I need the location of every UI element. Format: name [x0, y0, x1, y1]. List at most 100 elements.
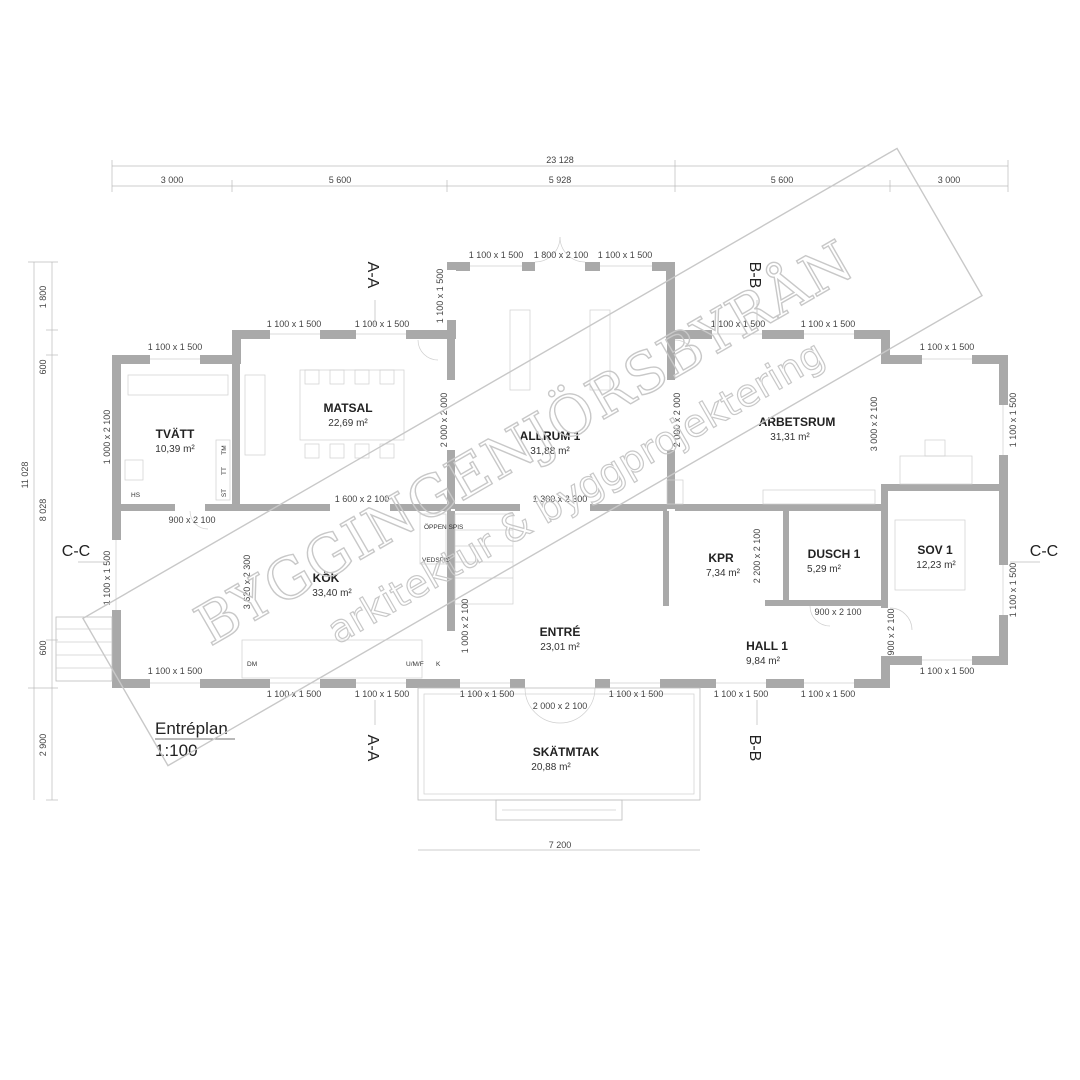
section-aa-top: A-A: [364, 262, 381, 289]
fixture-st: ST: [221, 489, 228, 497]
opening-label: 3 000 x 2 100: [869, 397, 879, 452]
room-name-kok: KÖK: [313, 570, 340, 585]
room-name-allrum: ALLRUM 1: [520, 429, 581, 443]
section-aa-bottom: A-A: [364, 735, 381, 762]
opening-label: 900 x 2 100: [168, 515, 215, 525]
opening-label: 1 100 x 1 500: [267, 319, 322, 329]
room-name-entre: ENTRÉ: [540, 624, 581, 639]
room-area-dusch: 5,29 m²: [807, 564, 842, 575]
opening-label: 3 620 x 2 300: [242, 555, 252, 610]
fixture-hs: HS: [131, 492, 141, 499]
opening-label: 1 100 x 1 500: [355, 689, 410, 699]
watermark-company: BYGGINGENJÖRSBYRÅN: [184, 227, 865, 659]
room-name-dusch: DUSCH 1: [808, 547, 861, 561]
room-area-hall: 9,84 m²: [746, 656, 781, 667]
section-cc-left: C-C: [62, 543, 90, 560]
plan-name: Entréplan: [155, 719, 228, 738]
opening-label: 900 x 2 100: [814, 607, 861, 617]
dim-seg-1: 3 000: [161, 175, 184, 185]
opening-label: 1 100 x 1 500: [801, 319, 856, 329]
opening-label: 1 100 x 1 500: [711, 319, 766, 329]
dim-seg-3: 5 928: [549, 175, 572, 185]
opening-label: 1 100 x 1 500: [460, 689, 515, 699]
dim-porch-width: 7 200: [549, 840, 572, 850]
steps: [55, 616, 113, 682]
left-dimension-lines: [28, 261, 58, 801]
room-name-sov: SOV 1: [917, 543, 953, 557]
fixture-k: K: [436, 661, 441, 668]
fixture-oppen-spis: ÖPPEN SPIS: [424, 523, 464, 531]
room-area-tvatt: 10,39 m²: [155, 444, 195, 455]
fixture-labels: ÖPPEN SPIS VEDSPIS TM TT ST HS DM U/M/F …: [131, 445, 464, 668]
opening-label: 2 000 x 2 000: [439, 393, 449, 448]
fixture-dm: DM: [247, 661, 257, 668]
opening-label: 1 100 x 1 500: [801, 689, 856, 699]
room-name-arbetsrum: ARBETSRUM: [759, 415, 836, 429]
dim-seg-5: 3 000: [938, 175, 961, 185]
dim-depth-main: 8 028: [38, 499, 48, 522]
opening-label: 900 x 2 100: [886, 608, 896, 655]
dim-seg-2: 5 600: [329, 175, 352, 185]
watermark: BYGGINGENJÖRSBYRÅN arkitektur & byggproj…: [82, 147, 983, 767]
room-area-matsal: 22,69 m²: [328, 418, 368, 429]
opening-label: 1 100 x 1 500: [1008, 393, 1018, 448]
opening-label: 1 000 x 2 100: [460, 599, 470, 654]
opening-label: 1 100 x 1 500: [609, 689, 664, 699]
room-area-sov: 12,23 m²: [916, 560, 956, 571]
dim-total-depth: 11 028: [20, 462, 30, 489]
room-name-tvatt: TVÄTT: [156, 426, 195, 441]
opening-label: 1 100 x 1 500: [355, 319, 410, 329]
fixture-tm: TM: [221, 445, 228, 454]
opening-labels: 1 100 x 1 500 1 100 x 1 500 1 100 x 1 50…: [102, 250, 1018, 711]
room-area-entre: 23,01 m²: [540, 642, 580, 653]
room-name-matsal: MATSAL: [323, 401, 372, 415]
opening-label: 2 000 x 2 000: [672, 393, 682, 448]
opening-label: 1 100 x 1 500: [469, 250, 524, 260]
opening-label: 1 100 x 1 500: [148, 666, 203, 676]
opening-label: 1 100 x 1 500: [102, 551, 112, 606]
dim-left-600a: 600: [38, 359, 48, 374]
room-area-kok: 33,40 m²: [312, 588, 352, 599]
opening-label: 1 100 x 1 500: [920, 666, 975, 676]
opening-label: 1 100 x 1 500: [920, 342, 975, 352]
room-area-arbetsrum: 31,31 m²: [770, 432, 810, 443]
opening-label: 2 000 x 2 100: [533, 701, 588, 711]
opening-label: 1 000 x 2 100: [102, 410, 112, 465]
window-openings: [112, 262, 1008, 688]
opening-label: 1 300 x 2 300: [533, 494, 588, 504]
section-markers: A-A A-A B-B B-B C-C C-C: [62, 262, 1058, 762]
furniture: [124, 309, 973, 679]
plan-scale: 1:100: [155, 741, 198, 760]
room-name-kpr: KPR: [708, 551, 734, 565]
dim-left-600b: 600: [38, 640, 48, 655]
section-cc-right: C-C: [1030, 543, 1058, 560]
porch: [417, 687, 701, 821]
top-dimension-lines: [111, 160, 1009, 192]
opening-label: 1 600 x 2 100: [335, 494, 390, 504]
opening-label: 1 800 x 2 100: [534, 250, 589, 260]
opening-label: 1 100 x 1 500: [1008, 563, 1018, 618]
room-area-allrum: 31,88 m²: [530, 446, 570, 457]
opening-label: 1 100 x 1 500: [435, 269, 445, 324]
fixture-umf: U/M/F: [406, 661, 424, 668]
section-bb-bottom: B-B: [746, 735, 763, 762]
opening-label: 1 100 x 1 500: [714, 689, 769, 699]
dim-total-width: 23 128: [546, 155, 574, 165]
room-labels: TVÄTT 10,39 m² MATSAL 22,69 m² ALLRUM 1 …: [155, 401, 956, 773]
fixture-vedspis: VEDSPIS: [422, 557, 451, 564]
opening-label: 1 100 x 1 500: [148, 342, 203, 352]
room-name-hall: HALL 1: [746, 639, 788, 653]
opening-label: 1 100 x 1 500: [598, 250, 653, 260]
dim-left-1800: 1 800: [38, 286, 48, 309]
section-bb-top: B-B: [746, 262, 763, 289]
dim-left-2900: 2 900: [38, 734, 48, 757]
room-area-skatmtak: 20,88 m²: [531, 762, 571, 773]
room-name-skatmtak: SKÄTMTAK: [533, 744, 600, 759]
opening-label: 1 100 x 1 500: [267, 689, 322, 699]
window-lines: [115, 265, 1004, 684]
dim-seg-4: 5 600: [771, 175, 794, 185]
room-area-kpr: 7,34 m²: [706, 568, 741, 579]
opening-label: 2 200 x 2 100: [752, 529, 762, 584]
